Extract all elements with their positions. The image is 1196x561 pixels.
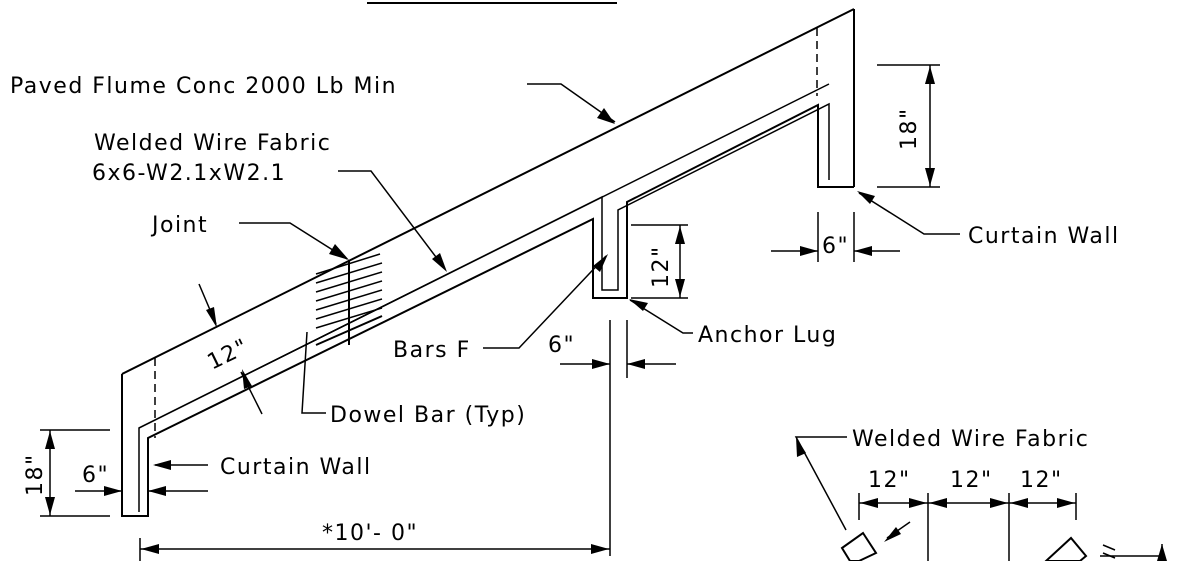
anchor-lug-label: Anchor Lug <box>698 323 837 348</box>
flume-slab <box>121 8 855 517</box>
paved-flume-label: Paved Flume Conc 2000 Lb Min <box>10 74 397 99</box>
curtain-wall-right-label: Curtain Wall <box>968 224 1120 249</box>
lug-width-dim: 6" <box>548 333 575 358</box>
slab-thickness-dim: 12" <box>204 334 253 375</box>
curtain-wall-left-label: Curtain Wall <box>220 455 372 480</box>
wwf-detail-label: Welded Wire Fabric <box>852 427 1089 452</box>
dowel-bars <box>315 253 383 346</box>
wwf-detail-wires <box>840 521 1167 561</box>
left-wall-width-dim: 6" <box>82 463 109 488</box>
reinforcing-bar <box>138 83 830 512</box>
wwf-label-line1: Welded Wire Fabric <box>94 131 331 156</box>
left-wall-height-dim: 18" <box>23 453 48 496</box>
right-wall-height-dim: 18" <box>897 107 922 150</box>
joint-label: Joint <box>150 213 208 238</box>
overall-length-dim: *10'- 0" <box>322 521 418 546</box>
right-wall-width-dim: 6" <box>822 234 849 259</box>
detail-spacing-3: 12" <box>1020 468 1063 493</box>
wwf-label-line2: 6x6-W2.1xW2.1 <box>92 161 286 186</box>
bars-f-label: Bars F <box>393 338 471 363</box>
detail-spacing-1: 12" <box>868 468 911 493</box>
dowel-bar-label: Dowel Bar (Typ) <box>330 403 526 428</box>
lug-height-dim: 12" <box>649 245 674 288</box>
detail-spacing-2: 12" <box>950 468 993 493</box>
